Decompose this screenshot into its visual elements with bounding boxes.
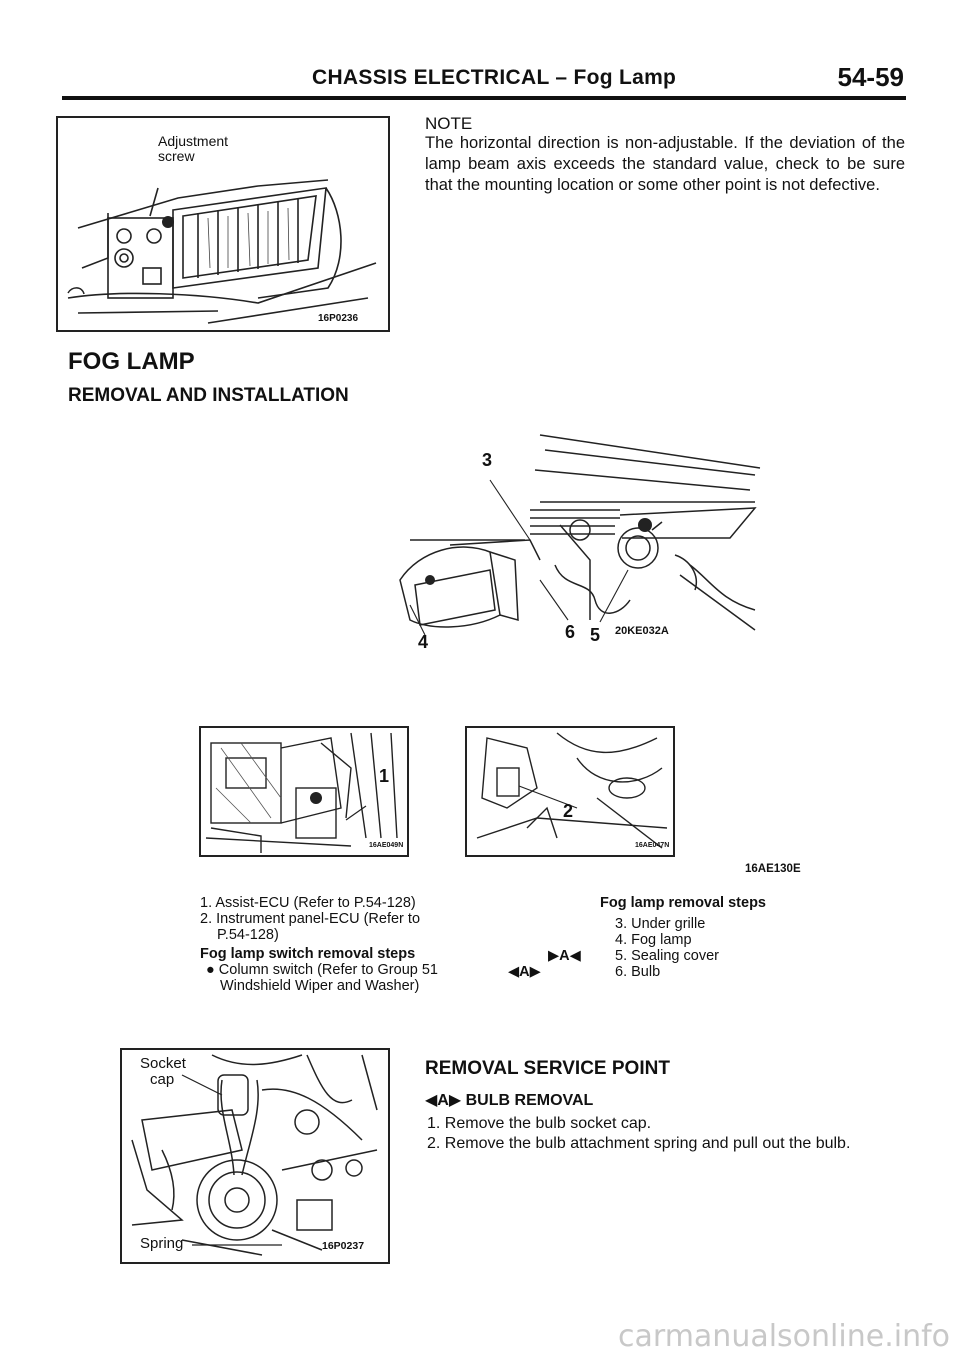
list-item: 4. Fog lamp [615, 932, 692, 948]
figure-instrument-panel-ecu: 2 16AE047N [465, 726, 675, 857]
group-figure-code: 16AE130E [745, 863, 801, 875]
fog-lamp-assembly-drawing [399, 434, 761, 636]
bulb-removal-heading: ◀A▶ BULB REMOVAL [425, 1090, 593, 1110]
list-item: 2. Instrument panel-ECU (Refer to [200, 911, 421, 927]
figure-code: 16AE047N [635, 842, 670, 849]
service-mark: ◀A▶ [425, 1092, 462, 1109]
figure-adjustment-screw: Adjustment screw 16P0236 [56, 116, 390, 332]
adjustment-screw-drawing [67, 179, 377, 324]
right-step-list: 3. Under grille 4. Fog lamp 5. Sealing c… [615, 916, 719, 980]
bulb-removal-text: BULB REMOVAL [465, 1092, 594, 1109]
switch-removal-title: Fog lamp switch removal steps [200, 946, 416, 962]
section-subtitle: REMOVAL AND INSTALLATION [68, 385, 349, 406]
assist-ecu-drawing [205, 732, 398, 853]
list-item: 6. Bulb [615, 964, 661, 980]
spring-label: Spring [140, 1235, 184, 1252]
watermark: carmanualsonline.info [618, 1319, 950, 1354]
list-item: Windshield Wiper and Washer) [220, 978, 420, 994]
header-rule [62, 96, 906, 100]
callout-2: 2 [563, 801, 574, 821]
callout-3: 3 [482, 450, 493, 470]
figure-code: 20KE032A [615, 625, 669, 637]
service-point-title: REMOVAL SERVICE POINT [425, 1058, 670, 1079]
figure-code: 16P0237 [322, 1240, 365, 1252]
list-item: 1. Remove the bulb socket cap. [427, 1115, 652, 1132]
callout-5: 5 [590, 625, 601, 645]
note-title: NOTE [425, 114, 473, 133]
fog-lamp-removal-title: Fog lamp removal steps [600, 895, 766, 911]
adjustment-label-line2: screw [158, 148, 195, 164]
list-item: P.54-128) [217, 927, 279, 943]
callout-1: 1 [379, 766, 390, 786]
service-mark-5: ▶A◀ [548, 948, 581, 964]
figure-code: 16AE049N [369, 842, 404, 849]
callout-6: 6 [565, 622, 576, 642]
left-step-list: 1. Assist-ECU (Refer to P.54-128) 2. Ins… [200, 895, 438, 994]
service-mark-6: ◀A▶ [508, 964, 541, 980]
figure-assist-ecu: 1 16AE049N [199, 726, 409, 857]
note-body: The horizontal direction is non-adjustab… [425, 134, 905, 194]
list-item: ● Column switch (Refer to Group 51 [206, 962, 438, 978]
adjustment-label-line1: Adjustment [158, 133, 229, 149]
page-number: 54-59 [837, 62, 905, 92]
list-item: 3. Under grille [615, 916, 706, 932]
socket-cap-label-line1: Socket [140, 1055, 186, 1072]
service-steps: 1. Remove the bulb socket cap. 2. Remove… [427, 1114, 850, 1154]
section-title: FOG LAMP [68, 348, 195, 375]
figure-fog-lamp-assembly: 3 4 6 5 20KE032A [390, 430, 770, 660]
list-item: 2. Remove the bulb attachment spring and… [427, 1135, 851, 1152]
list-item: 5. Sealing cover [615, 948, 719, 964]
figure-bulb-socket: Socket cap Spring 16P0237 [120, 1048, 390, 1264]
figure-code: 16P0236 [318, 313, 359, 324]
header-title: CHASSIS ELECTRICAL – Fog Lamp [312, 66, 677, 89]
socket-cap-label-line2: cap [150, 1071, 175, 1088]
bulb-socket-drawing [131, 1054, 378, 1256]
list-item: 1. Assist-ECU (Refer to P.54-128) [200, 895, 416, 911]
instrument-panel-ecu-drawing [476, 732, 668, 849]
callout-4: 4 [418, 632, 429, 652]
